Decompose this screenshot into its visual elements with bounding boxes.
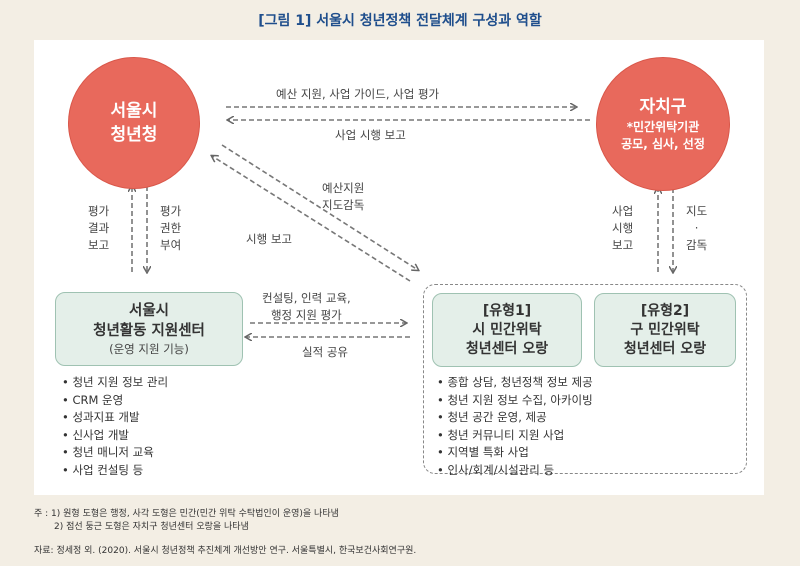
notes-prefix: 주 : [34, 509, 52, 519]
type2-line3: 청년센터 오랑 [623, 340, 707, 357]
list-item: 청년 공간 운영, 제공 [437, 409, 593, 427]
type1-box: [유형1] 시 민간위탁 청년센터 오랑 [432, 293, 582, 367]
type1-line1: [유형1] [482, 302, 532, 319]
list-item: 사업 컨설팅 등 [62, 462, 168, 480]
figure-title: [그림 1] 서울시 청년정책 전달체계 구성과 역할 [258, 13, 542, 29]
center-line1: 서울시 [128, 303, 170, 319]
label-center-to-type: 컨설팅, 인력 교육,행정 지원 평가 [262, 291, 351, 322]
list-item: 종합 상담, 청년정책 정보 제공 [437, 374, 592, 392]
list-item: 청년 지원 정보 관리 [62, 374, 168, 392]
label-district-down: 지도·감독 [686, 204, 708, 252]
district-circle: 자치구 *민간위탁기관 공모, 심사, 선정 [597, 58, 729, 190]
label-diag-up: 시행 보고 [246, 232, 292, 246]
source-citation: 자료: 정세정 외. (2020). 서울시 청년정책 추진체계 개선방안 연구… [34, 546, 417, 556]
seoul-youth-office-circle: 서울시 청년청 [69, 58, 199, 188]
center-line3: (운영 지원 기능) [109, 342, 189, 356]
list-item: 신사업 개발 [62, 427, 168, 445]
center-role-list: 청년 지원 정보 관리 CRM 운영 성과지표 개발 신사업 개발 청년 매니저… [62, 374, 168, 479]
type2-line2: 구 민간위탁 [630, 321, 700, 338]
seoul-line2: 청년청 [110, 125, 158, 145]
seoul-line1: 서울시 [110, 101, 158, 121]
list-item: 인사/회계/시설관리 등 [437, 462, 593, 480]
list-item: 청년 지원 정보 수집, 아카이빙 [437, 392, 592, 410]
district-sub2: 공모, 심사, 선정 [621, 137, 705, 151]
note-1: 1) 원형 도형은 행정, 사각 도형은 민간(민간 위탁 수탁법인이 운영)을… [51, 509, 339, 519]
youth-activity-support-center-box: 서울시 청년활동 지원센터 (운영 지원 기능) [55, 292, 243, 366]
center-line2: 청년활동 지원센터 [93, 323, 205, 339]
label-from-district: 사업 시행 보고 [335, 128, 406, 142]
district-title: 자치구 [639, 97, 687, 117]
label-to-district: 예산 지원, 사업 가이드, 사업 평가 [276, 87, 440, 101]
type1-line3: 청년센터 오랑 [465, 340, 549, 357]
list-item: 지역별 특화 사업 [437, 444, 593, 462]
list-item: 청년 커뮤니티 지원 사업 [437, 427, 593, 445]
notes: 주 : 1) 원형 도형은 행정, 사각 도형은 민간(민간 위탁 수탁법인이 … [34, 508, 339, 534]
label-type-to-center: 실적 공유 [302, 345, 348, 359]
type-role-list: 종합 상담, 청년정책 정보 제공 청년 지원 정보 수집, 아카이빙 청년 공… [437, 374, 593, 480]
list-item: 성과지표 개발 [62, 409, 168, 427]
type2-box: [유형2] 구 민간위탁 청년센터 오랑 [594, 293, 736, 367]
list-item: CRM 운영 [62, 392, 168, 410]
type2-line1: [유형2] [640, 302, 690, 319]
note-2: 2) 점선 둥근 도형은 자치구 청년센터 오랑을 나타냄 [54, 522, 249, 532]
list-item: 청년 매니저 교육 [62, 444, 168, 462]
district-sub1: *민간위탁기관 [626, 120, 700, 134]
type1-line2: 시 민간위탁 [472, 321, 542, 338]
